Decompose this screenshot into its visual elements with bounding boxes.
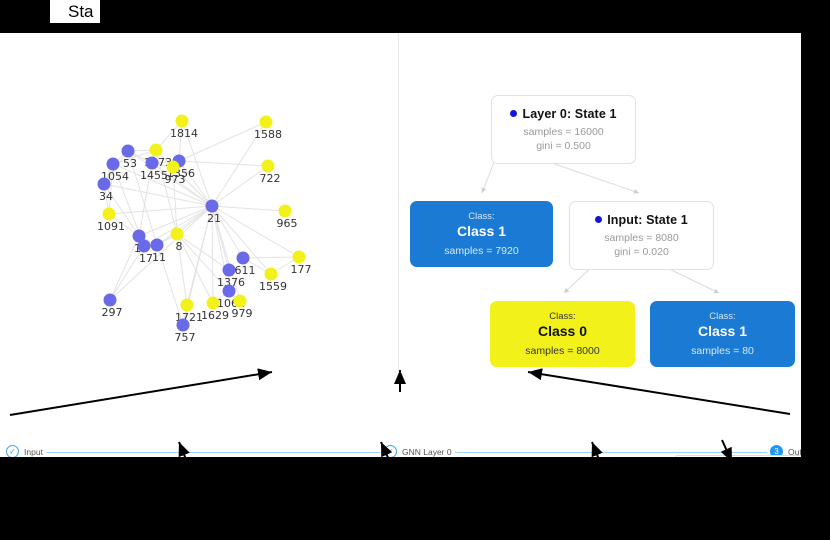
graph-node-label: 1091	[97, 220, 125, 233]
graph-node[interactable]	[102, 207, 116, 221]
leaf-class-label: Class:	[549, 311, 576, 322]
panel-divider	[398, 33, 399, 378]
leaf-class-label: Class:	[468, 211, 495, 222]
graph-node-label: 973	[164, 173, 186, 186]
check-icon: ✓	[6, 445, 19, 457]
tree-node-gini: gini = 0.020	[614, 246, 669, 258]
app-canvas: 1814158810731356531054145597372234211091…	[0, 33, 801, 457]
leaf-samples: samples = 8000	[525, 345, 600, 357]
graph-node[interactable]	[97, 177, 111, 191]
graph-node-label: 1814	[170, 127, 198, 140]
graph-node[interactable]	[222, 263, 236, 277]
check-icon: ✓	[384, 445, 397, 457]
tree-node-title: Input: State 1	[578, 213, 705, 227]
window-title: Sta	[68, 2, 96, 22]
stepper-line-2	[440, 452, 770, 453]
tree-leaf-class0[interactable]: Class: Class 0 samples = 8000	[490, 301, 635, 367]
step-gnn-layer-0[interactable]: ✓ GNN Layer 0	[381, 445, 455, 457]
tree-node-title: Layer 0: State 1	[500, 107, 627, 121]
graph-node-label: 8	[175, 240, 183, 253]
graph-node[interactable]	[233, 294, 247, 308]
step-number-badge: 3	[770, 445, 783, 457]
graph-node[interactable]	[292, 250, 306, 264]
graph-node[interactable]	[166, 160, 180, 174]
graph-node-label: 611	[234, 264, 256, 277]
graph-node-label: 979	[231, 307, 253, 320]
step-label: Input	[24, 446, 43, 457]
graph-node-label: 53	[123, 157, 137, 170]
decision-tree-visualization[interactable]: Layer 0: State 1 samples = 16000 gini = …	[399, 33, 801, 378]
graph-visualization[interactable]: 1814158810731356531054145597372234211091…	[0, 33, 398, 378]
graph-node-label: 21	[207, 212, 221, 225]
sample-select[interactable]: Subgraph #0 (27 Nodes) - Node: 21 ˅	[675, 454, 801, 457]
graph-node-label: 11	[152, 251, 166, 264]
graph-node[interactable]	[206, 296, 220, 310]
leaf-class-label: Class:	[709, 311, 736, 322]
leaf-samples: samples = 7920	[444, 245, 519, 257]
graph-node[interactable]	[278, 204, 292, 218]
tree-node-gini: gini = 0.500	[536, 140, 591, 152]
tree-node-samples: samples = 16000	[523, 126, 604, 138]
graph-node-label: 1629	[201, 309, 229, 322]
step-label: Output	[788, 446, 801, 457]
graph-node-label: 177	[290, 263, 312, 276]
stepper-line-1	[42, 452, 382, 453]
leaf-class-value: Class 1	[697, 323, 748, 339]
step-label: GNN Layer 0	[402, 446, 452, 457]
graph-node-label: 1559	[259, 280, 287, 293]
tree-node-samples: samples = 8080	[604, 232, 679, 244]
graph-node[interactable]	[149, 143, 163, 157]
tree-leaf-class1-right[interactable]: Class: Class 1 samples = 80	[650, 301, 795, 367]
graph-node[interactable]	[106, 157, 120, 171]
step-output[interactable]: 3 Output	[767, 445, 801, 457]
sample-select-value[interactable]: Subgraph #0 (27 Nodes) - Node: 21	[675, 454, 801, 457]
graph-node[interactable]	[176, 318, 190, 332]
annotation-layer: Switch between the layers	[0, 378, 801, 438]
graph-node[interactable]	[259, 115, 273, 129]
graph-node[interactable]	[145, 156, 159, 170]
tree-node-root[interactable]: Layer 0: State 1 samples = 16000 gini = …	[491, 95, 636, 164]
graph-node[interactable]	[175, 114, 189, 128]
tree-node-input-state1[interactable]: Input: State 1 samples = 8080 gini = 0.0…	[569, 201, 714, 270]
graph-node[interactable]	[170, 227, 184, 241]
leaf-samples: samples = 80	[691, 345, 754, 357]
state-dot-icon	[510, 110, 518, 118]
tree-leaf-class1-left[interactable]: Class: Class 1 samples = 7920	[410, 201, 553, 267]
graph-node[interactable]	[222, 284, 236, 298]
graph-node-label: 1455	[140, 169, 168, 182]
graph-node-label: 722	[259, 172, 281, 185]
graph-node[interactable]	[150, 238, 164, 252]
graph-node[interactable]	[121, 144, 135, 158]
leaf-class-value: Class 0	[537, 323, 588, 339]
graph-node[interactable]	[205, 199, 219, 213]
graph-node-label: 297	[101, 306, 123, 319]
step-input[interactable]: ✓ Input	[3, 445, 46, 457]
graph-node-label: 34	[99, 190, 113, 203]
graph-node[interactable]	[264, 267, 278, 281]
tree-edges	[481, 161, 720, 294]
graph-node-label: 1588	[254, 128, 282, 141]
graph-node[interactable]	[180, 298, 194, 312]
graph-node[interactable]	[236, 251, 250, 265]
graph-edges	[103, 120, 300, 326]
graph-node[interactable]	[132, 229, 146, 243]
stepper: ✓ Input ✓ GNN Layer 0 3 Output	[0, 443, 801, 457]
state-dot-icon	[595, 216, 603, 224]
graph-node-label: 17	[139, 252, 153, 265]
graph-node[interactable]	[103, 293, 117, 307]
graph-node[interactable]	[137, 239, 151, 253]
graph-node-label: 965	[276, 217, 298, 230]
graph-node[interactable]	[261, 159, 275, 173]
graph-node-label: 757	[174, 331, 196, 344]
leaf-class-value: Class 1	[456, 223, 507, 239]
